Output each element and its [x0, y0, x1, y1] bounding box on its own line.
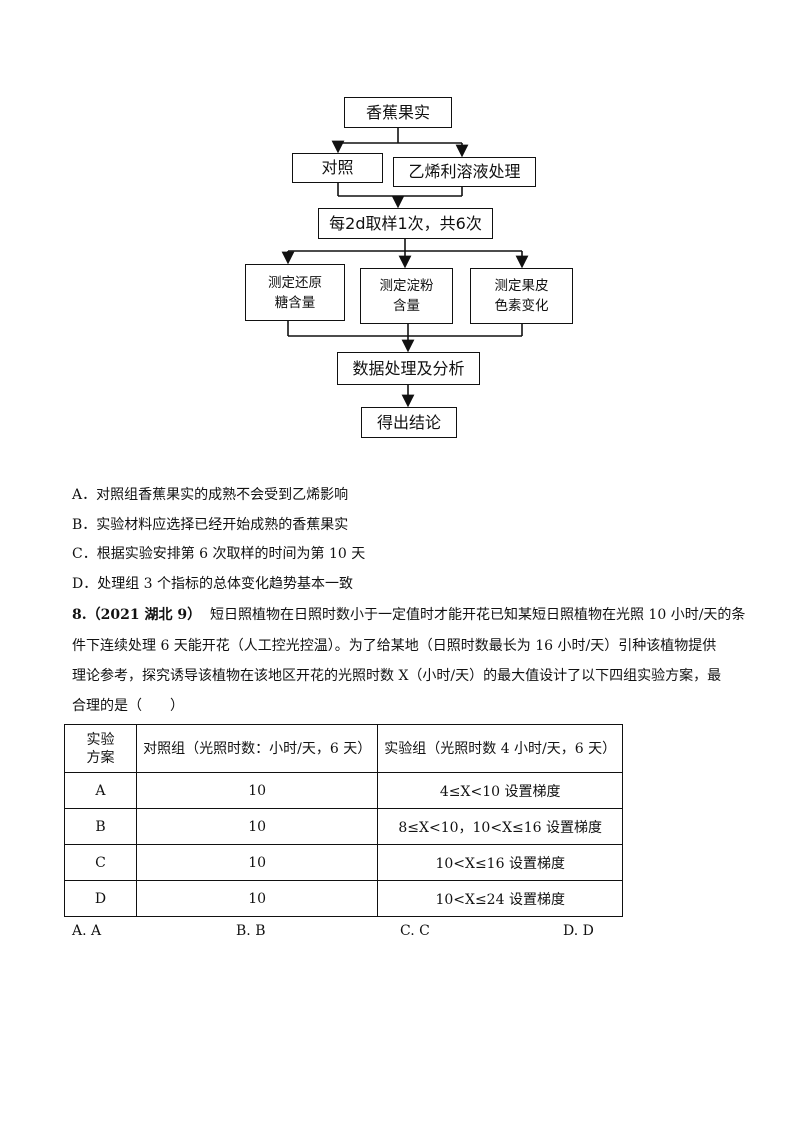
answer-c[interactable]: C. C: [400, 923, 430, 939]
table-cell: 8≤X<10，10<X≤16 设置梯度: [377, 808, 623, 845]
question-8-line-2: 件下连续处理 6 天能开花（人工控光控温）。为了给某地（日照时数最长为 16 小…: [72, 638, 717, 654]
node-measure-sugar: 测定还原 糖含量: [245, 264, 345, 321]
answer-d[interactable]: D. D: [563, 923, 594, 939]
table-cell: 10: [135, 880, 379, 917]
table-cell: 10<X≤16 设置梯度: [377, 844, 623, 881]
option-d[interactable]: D．处理组 3 个指标的总体变化趋势基本一致: [72, 576, 354, 592]
question-8-line-4: 合理的是（ ）: [72, 698, 184, 714]
header-scheme: 实验方案: [64, 724, 137, 773]
question-8-line-1: 8.（2021 湖北 9） 短日照植物在日照时数小于一定值时才能开花已知某短日照…: [72, 604, 745, 624]
flowchart-connectors: [281, 128, 529, 408]
node-text-line: 测定淀粉: [379, 278, 434, 294]
question-text: 短日照植物在日照时数小于一定值时才能开花已知某短日照植物在光照 10 小时/天的…: [209, 607, 746, 623]
table-cell: 10: [135, 772, 379, 809]
node-conclusion: 得出结论: [361, 407, 457, 438]
table-row: B 10 8≤X<10，10<X≤16 设置梯度: [64, 808, 623, 845]
node-banana-fruit: 香蕉果实: [344, 97, 452, 128]
node-text-line: 色素变化: [494, 298, 549, 314]
node-data-analysis: 数据处理及分析: [337, 352, 480, 385]
option-b[interactable]: B．实验材料应选择已经开始成熟的香蕉果实: [72, 517, 349, 533]
table-cell: 10: [135, 844, 379, 881]
node-text-line: 糖含量: [274, 294, 316, 311]
question-label: 8.（2021 湖北 9）: [72, 607, 202, 623]
question-8-line-3: 理论参考，探究诱导该植物在该地区开花的光照时数 X（小时/天）的最大值设计了以下…: [72, 668, 722, 684]
node-text-line: 测定果皮: [494, 278, 549, 294]
answer-a[interactable]: A. A: [72, 923, 102, 939]
experiment-table: 实验方案 对照组（光照时数：小时/天，6 天） 实验组（光照时数 4 小时/天，…: [64, 724, 623, 917]
table-cell: 10<X≤24 设置梯度: [377, 880, 623, 917]
table-row: A 10 4≤X<10 设置梯度: [64, 772, 623, 809]
table-header-row: 实验方案 对照组（光照时数：小时/天，6 天） 实验组（光照时数 4 小时/天，…: [64, 724, 623, 773]
node-measure-pigment: 测定果皮 色素变化: [470, 268, 573, 324]
option-a[interactable]: A．对照组香蕉果实的成熟不会受到乙烯影响: [72, 487, 349, 503]
table-row: C 10 10<X≤16 设置梯度: [64, 844, 623, 881]
node-sampling: 每2d取样1次，共6次: [318, 208, 493, 239]
table-cell: C: [64, 844, 137, 881]
table-cell: A: [64, 772, 137, 809]
table-cell: 10: [135, 808, 379, 845]
header-control: 对照组（光照时数：小时/天，6 天）: [135, 724, 379, 773]
header-experiment: 实验组（光照时数 4 小时/天，6 天）: [377, 724, 623, 773]
table-cell: 4≤X<10 设置梯度: [377, 772, 623, 809]
answer-b[interactable]: B. B: [236, 923, 266, 939]
table-cell: B: [64, 808, 137, 845]
node-text-line: 含量: [393, 298, 420, 314]
node-ethylene-treatment: 乙烯利溶液处理: [393, 157, 536, 187]
node-measure-starch: 测定淀粉 含量: [360, 268, 453, 324]
table-row: D 10 10<X≤24 设置梯度: [64, 880, 623, 917]
node-text-line: 测定还原: [268, 274, 322, 291]
option-c[interactable]: C．根据实验安排第 6 次取样的时间为第 10 天: [72, 546, 366, 562]
node-control-group: 对照: [292, 153, 383, 183]
table-cell: D: [64, 880, 137, 917]
